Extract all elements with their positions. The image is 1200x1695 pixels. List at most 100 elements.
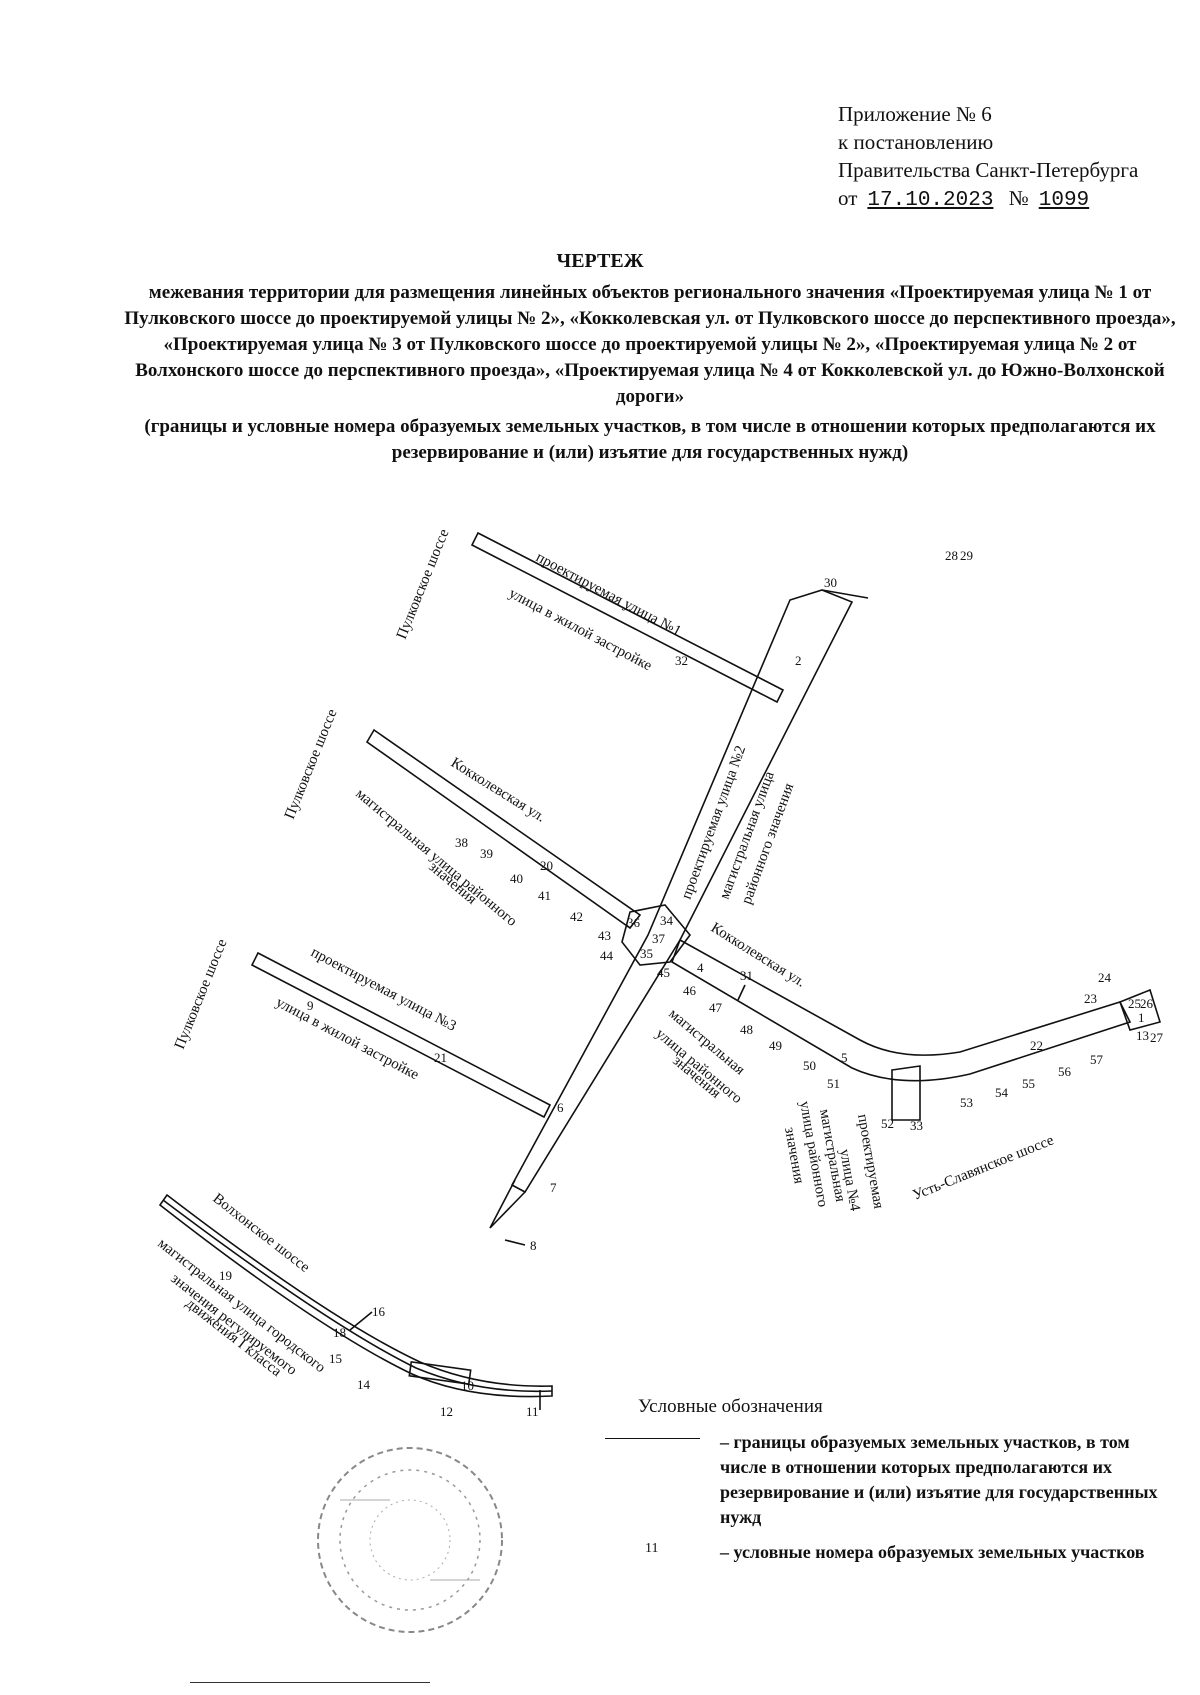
document-number: 1099: [1038, 189, 1090, 212]
parcel-number-54: 54: [995, 1085, 1009, 1100]
label-pulkovo-1: Пулковское шоссе: [394, 527, 453, 642]
street-2-outline: [510, 589, 854, 1194]
document-date: 17.10.2023: [867, 189, 994, 212]
parcel-number-55: 55: [1022, 1076, 1035, 1091]
parcel-number-51: 51: [827, 1076, 840, 1091]
parcel-number-10: 10: [461, 1378, 474, 1393]
date-prefix: от: [838, 186, 858, 210]
kokk-west-outline: [365, 728, 642, 930]
parcel-number-20: 20: [540, 858, 553, 873]
leader-parcel-31: [737, 984, 746, 1001]
legend-number-symbol: 11: [645, 1541, 659, 1556]
kokk-east-outline: [671, 938, 1132, 1082]
appendix-line-1: Приложение № 6: [838, 102, 992, 126]
label-kokk-east: Кокколевская ул.: [708, 920, 808, 991]
document-note: (границы и условные номера образуемых зе…: [144, 416, 1156, 463]
parcel-number-43: 43: [598, 928, 611, 943]
label-pulkovo-3: Пулковское шоссе: [172, 937, 231, 1052]
parcel-number-26: 26: [1140, 996, 1154, 1011]
parcel-number-56: 56: [1058, 1064, 1072, 1079]
parcel-number-25: 25: [1128, 996, 1141, 1011]
parcel-number-49: 49: [769, 1038, 782, 1053]
parcel-number-36: 36: [627, 915, 641, 930]
parcel-number-2: 2: [795, 653, 802, 668]
parcel-number-33: 33: [910, 1118, 923, 1133]
official-seal: [317, 1447, 503, 1633]
parcel-number-4: 4: [697, 960, 704, 975]
parcel-number-5: 5: [841, 1050, 848, 1065]
parcel-number-24: 24: [1098, 970, 1112, 985]
parcel-number-47: 47: [709, 1000, 723, 1015]
appendix-line-3: Правительства Санкт-Петербурга: [838, 158, 1139, 182]
legend-boundary-text: – границы образуемых земельных участков,…: [720, 1432, 1158, 1527]
parcel-number-41: 41: [538, 888, 551, 903]
parcel-number-14: 14: [357, 1377, 371, 1392]
parcel-number-57: 57: [1090, 1052, 1104, 1067]
parcel-number-31: 31: [740, 968, 753, 983]
parcel-number-42: 42: [570, 909, 583, 924]
east-end-box: [1118, 988, 1162, 1031]
parcel-number-48: 48: [740, 1022, 753, 1037]
parcel-number-23: 23: [1084, 991, 1097, 1006]
number-prefix: №: [1008, 186, 1029, 210]
parcel-number-29: 29: [960, 548, 973, 563]
parcel-number-7: 7: [550, 1180, 557, 1195]
appendix-line-2: к постановлению: [838, 130, 994, 154]
parcel-number-34: 34: [660, 913, 674, 928]
parcel-number-53: 53: [960, 1095, 973, 1110]
label-pulkovo-2: Пулковское шоссе: [282, 707, 341, 822]
parcel-number-44: 44: [600, 948, 614, 963]
label-street-1-a: проектируемая улица №1: [533, 549, 684, 639]
parcel-number-27: 27: [1150, 1030, 1164, 1045]
parcel-number-35: 35: [640, 946, 653, 961]
label-kokk-west-cls-a: магистральная улица районного: [352, 786, 519, 930]
parcel-number-50: 50: [803, 1058, 816, 1073]
street-1-outline: [470, 531, 785, 704]
parcel-number-38: 38: [455, 835, 468, 850]
parcel-number-15: 15: [329, 1351, 342, 1366]
volkhon-box: [408, 1360, 472, 1386]
street-4-stub: [891, 1065, 921, 1121]
parcel-number-21: 21: [434, 1050, 447, 1065]
parcel-number-52: 52: [881, 1116, 894, 1131]
parcel-number-8: 8: [530, 1238, 537, 1253]
legend-boundary-symbol: [605, 1438, 700, 1439]
volkhon-inner: [162, 1199, 553, 1393]
parcel-number-37: 37: [652, 931, 666, 946]
leader-parcel-8: [504, 1239, 526, 1246]
parcel-number-13: 13: [1136, 1028, 1149, 1043]
parcel-number-46: 46: [683, 983, 697, 998]
appendix-date-line: от 17.10.2023 № 1099: [838, 184, 1138, 215]
street-2-top-cap: [821, 589, 869, 599]
document-title: ЧЕРТЕЖ: [556, 250, 644, 272]
bottom-rule: [190, 1682, 430, 1683]
legend-title: Условные обозначения: [638, 1396, 823, 1417]
parcel-number-12: 12: [440, 1404, 453, 1419]
parcel-number-19: 19: [219, 1268, 232, 1283]
street-3-outline: [250, 951, 552, 1119]
label-street-3-b: улица в жилой застройке: [273, 994, 422, 1083]
label-ust-slavyanskoe: Усть-Славянское шоссе: [911, 1132, 1057, 1203]
legend-number-text: – условные номера образуемых земельных у…: [720, 1542, 1145, 1562]
parcel-number-18: 18: [333, 1325, 346, 1340]
parcel-number-22: 22: [1030, 1038, 1043, 1053]
label-kokk-west: Кокколевская ул.: [448, 755, 548, 826]
parcel-number-16: 16: [372, 1304, 386, 1319]
parcel-number-30: 30: [824, 575, 837, 590]
parcel-number-1: 1: [1138, 1010, 1145, 1025]
parcel-number-39: 39: [480, 846, 493, 861]
parcel-number-9: 9: [307, 998, 314, 1013]
parcel-number-28: 28: [945, 548, 958, 563]
parcel-number-32: 32: [675, 653, 688, 668]
parcel-number-45: 45: [657, 965, 670, 980]
appendix-block: Приложение № 6 к постановлению Правитель…: [838, 100, 1138, 215]
parcel-number-11: 11: [526, 1404, 539, 1419]
document-description: межевания территории для размещения лине…: [124, 282, 1176, 407]
label-volkhon: Волхонское шоссе: [210, 1191, 313, 1277]
parcel-number-40: 40: [510, 871, 523, 886]
parcel-number-6: 6: [557, 1100, 564, 1115]
leader-parcel-16: [349, 1311, 373, 1331]
main-intersection: [621, 904, 692, 966]
